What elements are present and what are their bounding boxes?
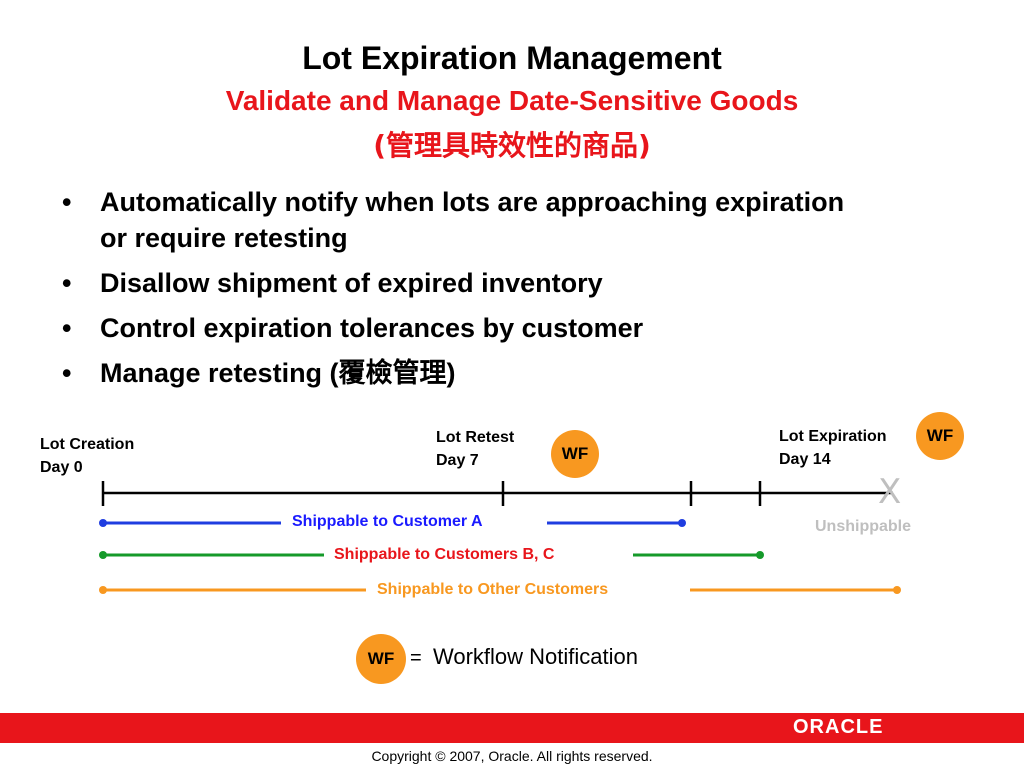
bullet-text: Manage retesting (覆檢管理) [100,358,456,388]
legend-text: Workflow Notification [433,644,638,669]
slide-subtitle-chinese: (管理具時效性的商品) [373,129,651,162]
bullet-item: • Manage retesting (覆檢管理) [62,355,862,391]
bullet-marker: • [62,268,72,298]
expiration-x-mark: X [878,472,902,512]
lot-retest-label: Lot Retest Day 7 [436,426,514,472]
shippable-bc-start-dot [99,551,107,559]
bullet-marker: • [62,187,72,217]
copyright-text: Copyright © 2007, Oracle. All rights res… [371,748,653,764]
bullet-marker: • [62,313,72,343]
segment-label-customer-a: Shippable to Customer A [292,513,483,530]
bullet-item: • Automatically notify when lots are app… [62,184,862,256]
lot-retest-day: Day 7 [436,452,479,469]
bullet-text: Control expiration tolerances by custome… [100,313,644,343]
oracle-logo: ORACLE [793,716,884,738]
bullet-list: • Automatically notify when lots are app… [62,184,862,400]
shippable-other-start-dot [99,586,107,594]
lot-expiration-label: Lot Expiration Day 14 [779,425,887,471]
footer-bar [0,713,1024,743]
legend-wf-badge: WF [356,634,406,684]
shippable-a-start-dot [99,519,107,527]
slide-title: Lot Expiration Management [302,40,722,76]
lot-creation-label: Lot Creation Day 0 [40,433,134,479]
wf-badge-retest: WF [551,430,599,478]
bullet-item: • Disallow shipment of expired inventory [62,265,862,301]
shippable-a-end-dot [678,519,686,527]
lot-expiration-title: Lot Expiration [779,428,887,445]
bullet-marker: • [62,358,72,388]
lot-expiration-day: Day 14 [779,451,831,468]
unshippable-label: Unshippable [815,518,912,535]
shippable-other-end-dot [893,586,901,594]
legend-equals: = [410,647,422,669]
segment-label-other-customers: Shippable to Other Customers [377,581,609,598]
bullet-item: • Control expiration tolerances by custo… [62,310,862,346]
wf-badge-expiration: WF [916,412,964,460]
lot-creation-title: Lot Creation [40,436,135,453]
segment-label-customers-bc: Shippable to Customers B, C [334,546,555,563]
lot-retest-title: Lot Retest [436,429,515,446]
slide-subtitle: Validate and Manage Date-Sensitive Goods [225,85,799,116]
bullet-text: Automatically notify when lots are appro… [100,187,845,253]
lot-creation-day: Day 0 [40,459,83,476]
shippable-bc-end-dot [756,551,764,559]
bullet-text: Disallow shipment of expired inventory [100,268,603,298]
